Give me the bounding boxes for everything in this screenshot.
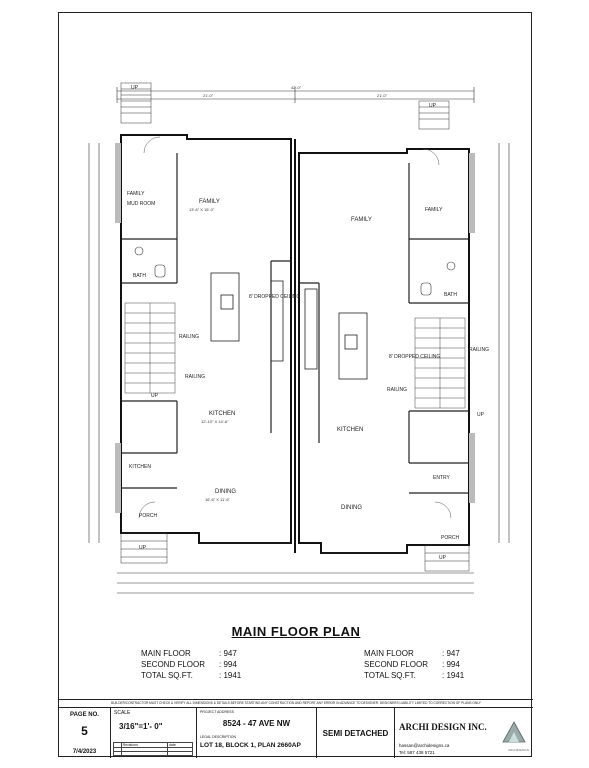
- label-right-kitchen: KITCHEN: [337, 427, 363, 433]
- area-label: MAIN FLOOR: [364, 649, 414, 658]
- dim-half-right: 21'-0": [377, 93, 388, 98]
- label-left-family: FAMILY: [199, 199, 220, 205]
- label-right-railing-2: RAILING: [469, 347, 489, 353]
- project-address: 8524 - 47 AVE NW: [222, 719, 291, 728]
- label-right-dropped: 8' DROPPED CEILING: [389, 354, 440, 360]
- legal-description-label: LEGAL DESCRIPTION: [200, 735, 237, 739]
- firm-email: hassan@archidesigns.ca: [399, 743, 450, 748]
- label-right-family: FAMILY: [351, 217, 372, 223]
- area-value: : 1941: [442, 671, 465, 680]
- plan-title: MAIN FLOOR PLAN: [231, 624, 361, 639]
- floor-plan-drawing: 42'-0" 21'-0" 21'-0" UP UP: [59, 13, 533, 621]
- title-block: PAGE NO. 5 7/4/2023 SCALE 3/16"=1'- 0" R…: [59, 707, 533, 758]
- label-right-family-small: FAMILY: [425, 207, 443, 213]
- label-left-porch: PORCH: [139, 513, 157, 519]
- legal-description: LOT 18, BLOCK 1, PLAN 2660AP: [200, 742, 301, 749]
- label-left-bath: BATH: [133, 273, 146, 279]
- area-value: : 947: [219, 649, 237, 658]
- building-type-cell: SEMI DETACHED: [317, 708, 395, 758]
- area-label: SECOND FLOOR: [141, 660, 206, 669]
- label-left-dining-size: 16'-6" X 11'-6": [205, 497, 231, 502]
- logo-text: ARCHIDESIGN: [508, 748, 529, 752]
- drawing-sheet: 42'-0" 21'-0" 21'-0" UP UP: [58, 12, 533, 758]
- up-bottom-left: UP: [139, 545, 147, 551]
- disclaimer-text: BUILDER/CONTRACTOR MUST CHECK & VERIFY A…: [59, 699, 533, 706]
- area-value: : 1941: [219, 671, 242, 680]
- page-label: PAGE NO.: [70, 712, 99, 718]
- firm-phone: Tel: 587 438 5721: [399, 750, 435, 755]
- label-right-bath: BATH: [444, 292, 457, 298]
- scale-label: SCALE: [114, 710, 131, 716]
- area-summary-right: MAIN FLOOR : 947 SECOND FLOOR : 994 TOTAL …: [364, 648, 482, 681]
- page-cell: PAGE NO. 5 7/4/2023: [59, 708, 111, 758]
- area-value: : 947: [442, 649, 460, 658]
- area-label: SECOND FLOOR: [364, 660, 429, 669]
- floor-plan-svg: 42'-0" 21'-0" 21'-0" UP UP: [88, 82, 510, 594]
- up-bottom-right: UP: [439, 555, 447, 561]
- area-label: TOTAL SQ.FT.: [364, 671, 416, 680]
- up-top-left: UP: [131, 85, 139, 91]
- label-left-railing-1: RAILING: [179, 334, 199, 340]
- dim-overall: 42'-0": [291, 85, 302, 90]
- area-summary-left: MAIN FLOOR : 947 SECOND FLOOR : 994 TOTAL …: [141, 648, 259, 681]
- label-left-family-size: 13'-6" X 15'-0": [189, 207, 215, 212]
- firm-cell: ARCHI DESIGN INC. hassan@archidesigns.ca…: [395, 708, 533, 758]
- label-right-porch: PORCH: [441, 535, 459, 541]
- label-left-dropped: 8' DROPPED CEILING: [249, 294, 300, 300]
- area-label: TOTAL SQ.FT.: [141, 671, 193, 680]
- label-left-family-small: FAMILY: [127, 191, 145, 197]
- area-value: : 994: [442, 660, 460, 669]
- firm-logo-icon: [502, 721, 526, 743]
- label-right-railing-1: RAILING: [387, 387, 407, 393]
- label-right-entry: ENTRY: [433, 475, 451, 481]
- label-left-kitchen: KITCHEN: [209, 411, 235, 417]
- label-left-up: UP: [151, 393, 159, 399]
- firm-name: ARCHI DESIGN INC.: [399, 722, 487, 732]
- page-number: 5: [81, 724, 88, 738]
- label-left-kitchen-entry: KITCHEN: [129, 464, 151, 470]
- dim-half-left: 21'-0": [203, 93, 214, 98]
- building-type: SEMI DETACHED: [322, 728, 389, 738]
- area-value: : 994: [219, 660, 237, 669]
- label-left-mud-room: MUD ROOM: [127, 201, 155, 207]
- label-left-kitchen-size: 12'-10" X 14'-6": [201, 419, 229, 424]
- label-right-dining: DINING: [341, 505, 362, 511]
- address-cell: PROJECT ADDRESS 8524 - 47 AVE NW LEGAL D…: [197, 708, 317, 758]
- drawing-date: 7/4/2023: [72, 749, 97, 755]
- area-label: MAIN FLOOR: [141, 649, 191, 658]
- up-top-right: UP: [429, 103, 437, 109]
- label-right-up: UP: [477, 412, 485, 418]
- project-address-label: PROJECT ADDRESS: [200, 710, 234, 714]
- label-left-railing-2: RAILING: [185, 374, 205, 380]
- scale-value: 3/16"=1'- 0": [119, 722, 163, 731]
- label-left-dining: DINING: [215, 489, 236, 495]
